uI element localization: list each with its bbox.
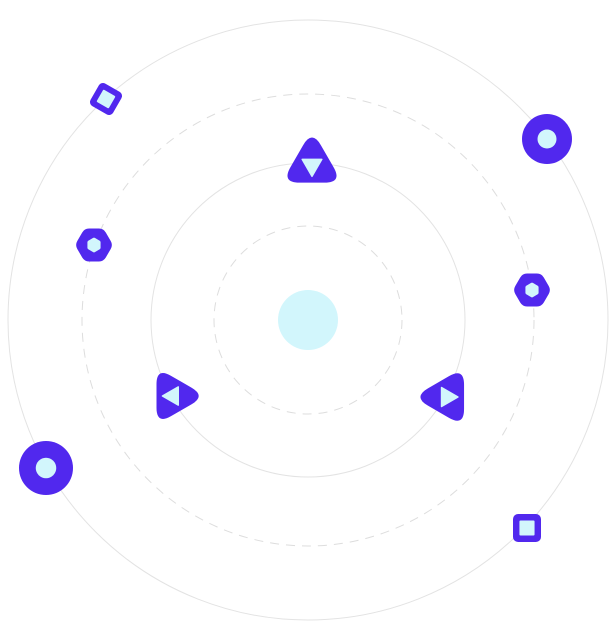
innermost-dashed-orbit-ring	[213, 225, 403, 415]
triangle-right-icon	[420, 373, 465, 421]
orbit-rings	[7, 19, 609, 621]
center-core-circle-icon	[278, 290, 338, 350]
triangle-left-icon	[156, 373, 199, 419]
hexagon-icon	[514, 273, 550, 307]
middle-dashed-orbit-ring	[81, 93, 535, 547]
triangle-down-icon	[287, 137, 337, 183]
diamond-icon	[89, 82, 123, 116]
orbiting-icons	[19, 82, 572, 542]
circle-ring-icon	[19, 441, 73, 495]
center-core	[278, 290, 338, 350]
hexagon-icon	[76, 228, 112, 262]
square-icon	[513, 514, 541, 542]
circle-ring-icon	[522, 114, 572, 164]
outer-orbit-ring	[7, 19, 609, 621]
